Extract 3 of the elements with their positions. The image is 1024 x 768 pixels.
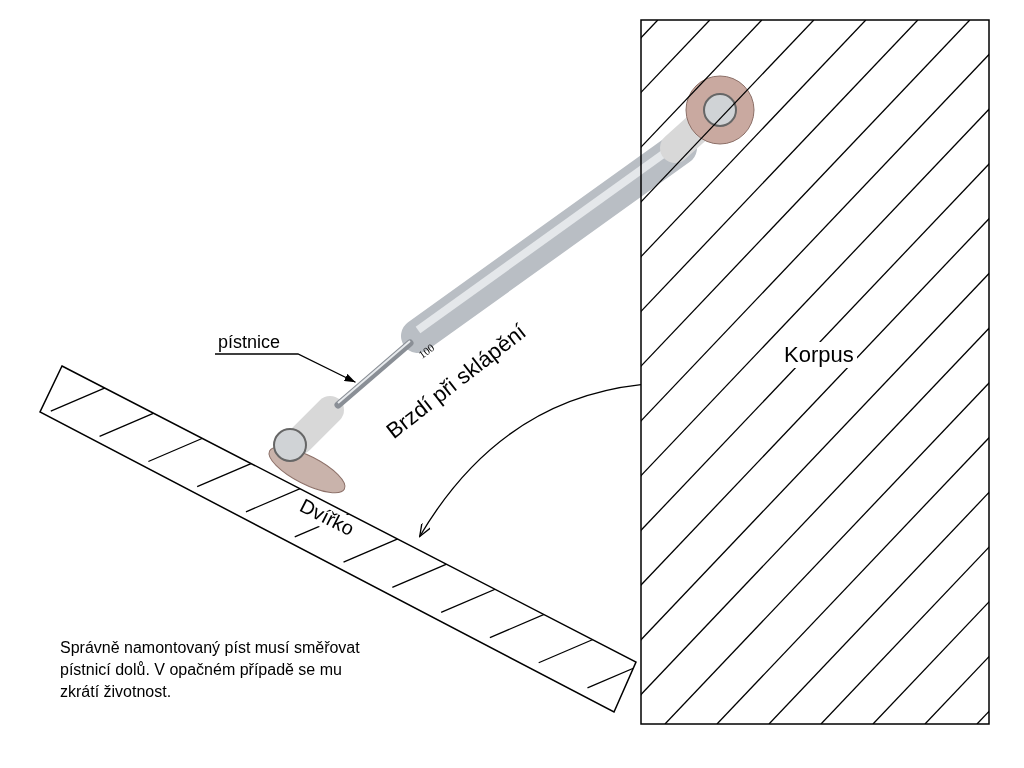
part-label: pístnice (217, 332, 282, 353)
marking-text: 100 (416, 341, 437, 361)
note-text: Správně namontovaný píst musí směřovat pístnicí dolů. V opačném případě se mu zkrátí životnost. (60, 638, 361, 702)
